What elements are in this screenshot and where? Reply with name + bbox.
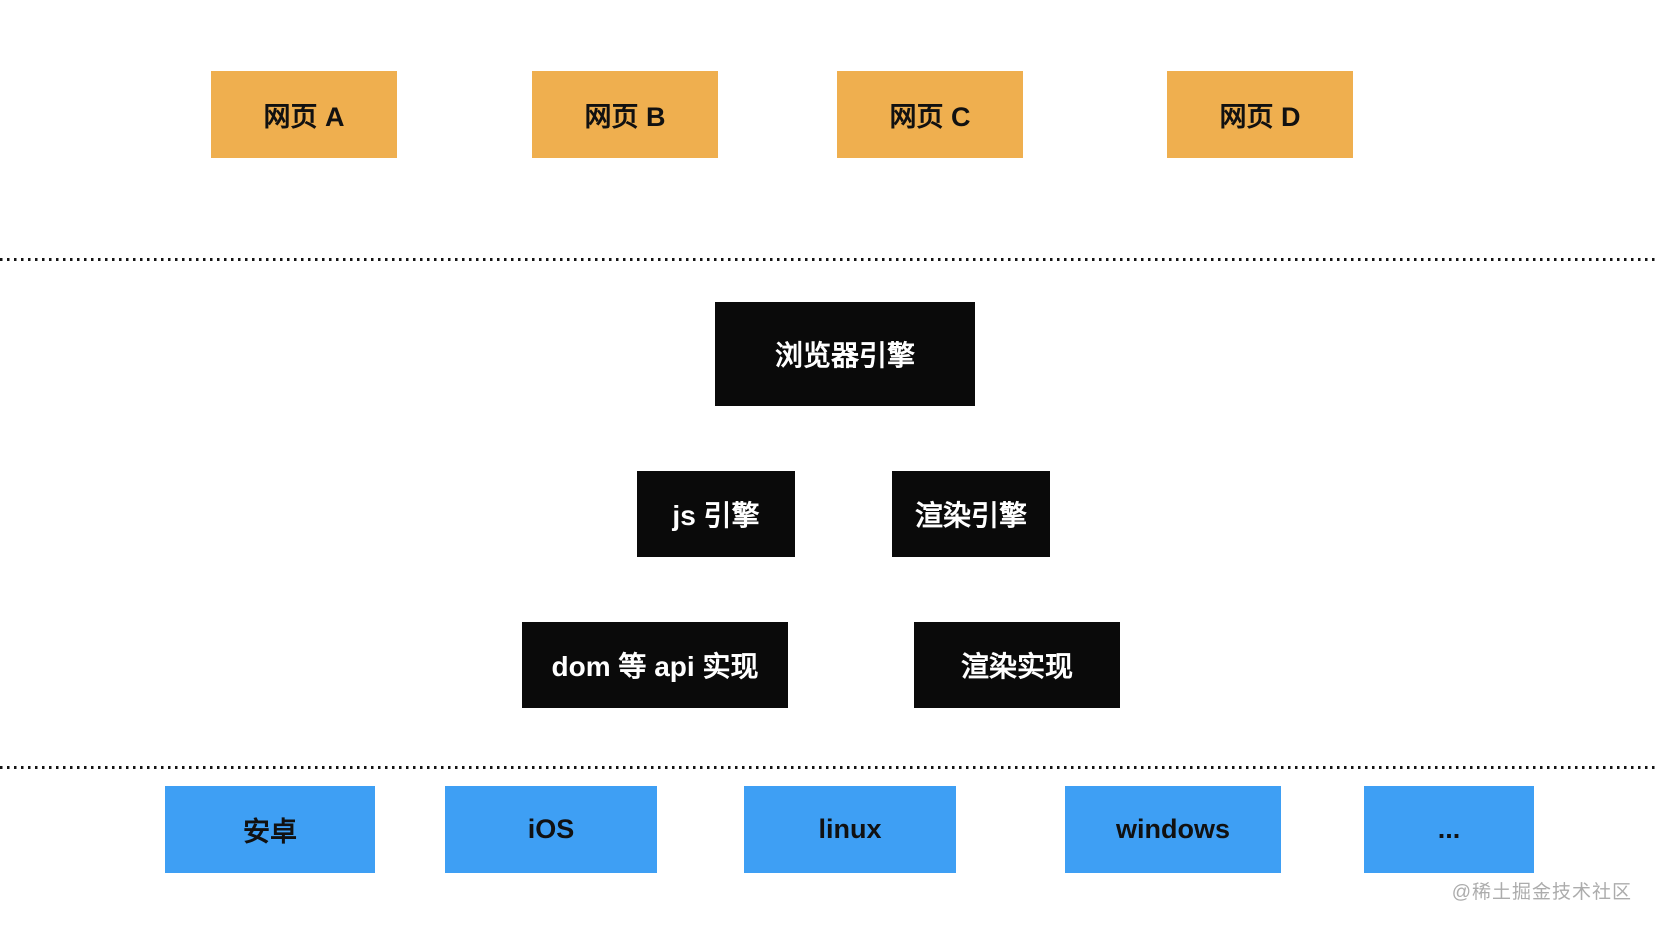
platform-linux-box: linux	[744, 786, 956, 873]
webpage-b-box: 网页 B	[532, 71, 718, 158]
webpage-a-box: 网页 A	[211, 71, 397, 158]
platform-android-box: 安卓	[165, 786, 375, 873]
browser-engine-box: 浏览器引擎	[715, 302, 975, 406]
dom-api-impl-box: dom 等 api 实现	[522, 622, 788, 708]
platform-windows-box: windows	[1065, 786, 1281, 873]
separator-dotted-line-bottom	[0, 766, 1656, 769]
render-impl-box: 渲染实现	[914, 622, 1120, 708]
webpage-d-box: 网页 D	[1167, 71, 1353, 158]
platform-others-box: ...	[1364, 786, 1534, 873]
platform-ios-box: iOS	[445, 786, 657, 873]
separator-dotted-line-top	[0, 258, 1656, 261]
render-engine-box: 渲染引擎	[892, 471, 1050, 557]
js-engine-box: js 引擎	[637, 471, 795, 557]
webpage-c-box: 网页 C	[837, 71, 1023, 158]
juejin-watermark: @稀土掘金技术社区	[1451, 882, 1632, 903]
